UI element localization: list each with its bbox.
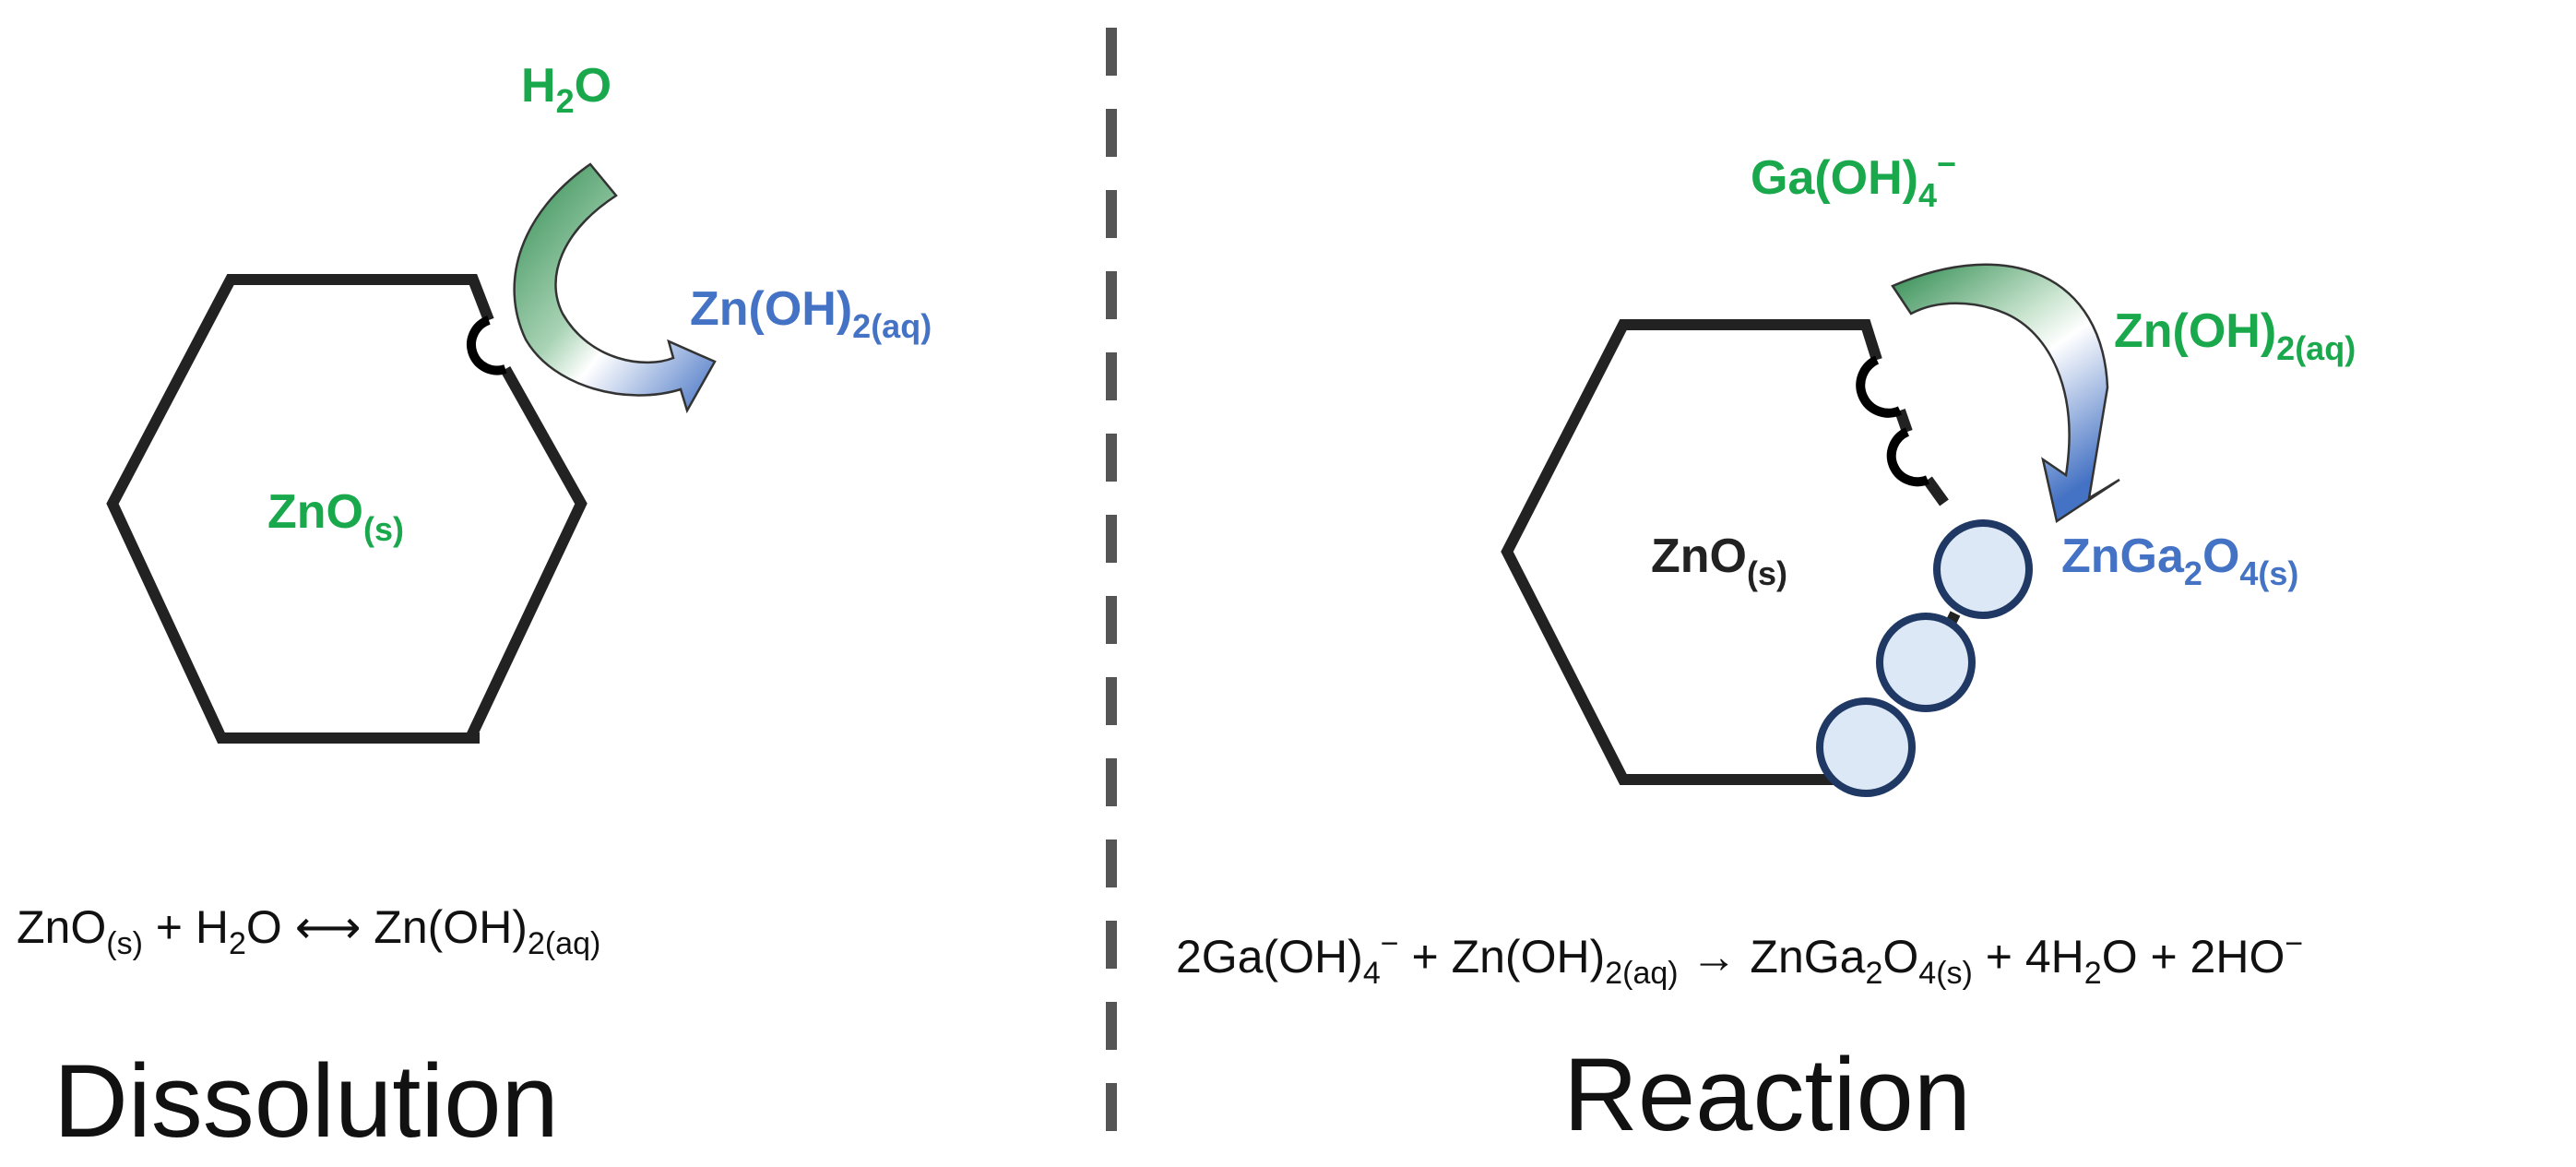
dissolution-arrow	[513, 162, 717, 414]
h2o-label: H2O	[521, 59, 611, 120]
dissolution-title: Dissolution	[53, 1043, 559, 1159]
zno-label-right: ZnO(s)	[1651, 530, 1787, 592]
reaction-title: Reaction	[1563, 1037, 1971, 1152]
reaction-equation: 2Ga(OH)4− + Zn(OH)2(aq) → ZnGa2O4(s) + 4…	[1176, 926, 2303, 991]
ga-oh4-label: Ga(OH)4−	[1751, 145, 1956, 214]
zn-oh2-label-right: Zn(OH)2(aq)	[2114, 304, 2356, 367]
znga2o4-particle-2	[1876, 613, 1976, 712]
znga2o4-label: ZnGa2O4(s)	[2061, 530, 2298, 592]
znga2o4-particle-1	[1933, 519, 2033, 619]
dissolution-equation: ZnO(s) + H2O ⟷ Zn(OH)2(aq)	[17, 901, 600, 961]
zno-label-left: ZnO(s)	[267, 485, 404, 548]
zn-oh2-label-left: Zn(OH)2(aq)	[690, 282, 932, 345]
reaction-pit-2	[1886, 427, 1929, 487]
znga2o4-particle-3	[1816, 697, 1916, 797]
zno-hexagon-right	[1501, 319, 1961, 785]
reaction-arrow	[1891, 263, 2120, 524]
zno-hexagon-left	[106, 274, 588, 744]
dissolution-pit	[467, 316, 507, 375]
reaction-pit-1	[1856, 355, 1903, 418]
